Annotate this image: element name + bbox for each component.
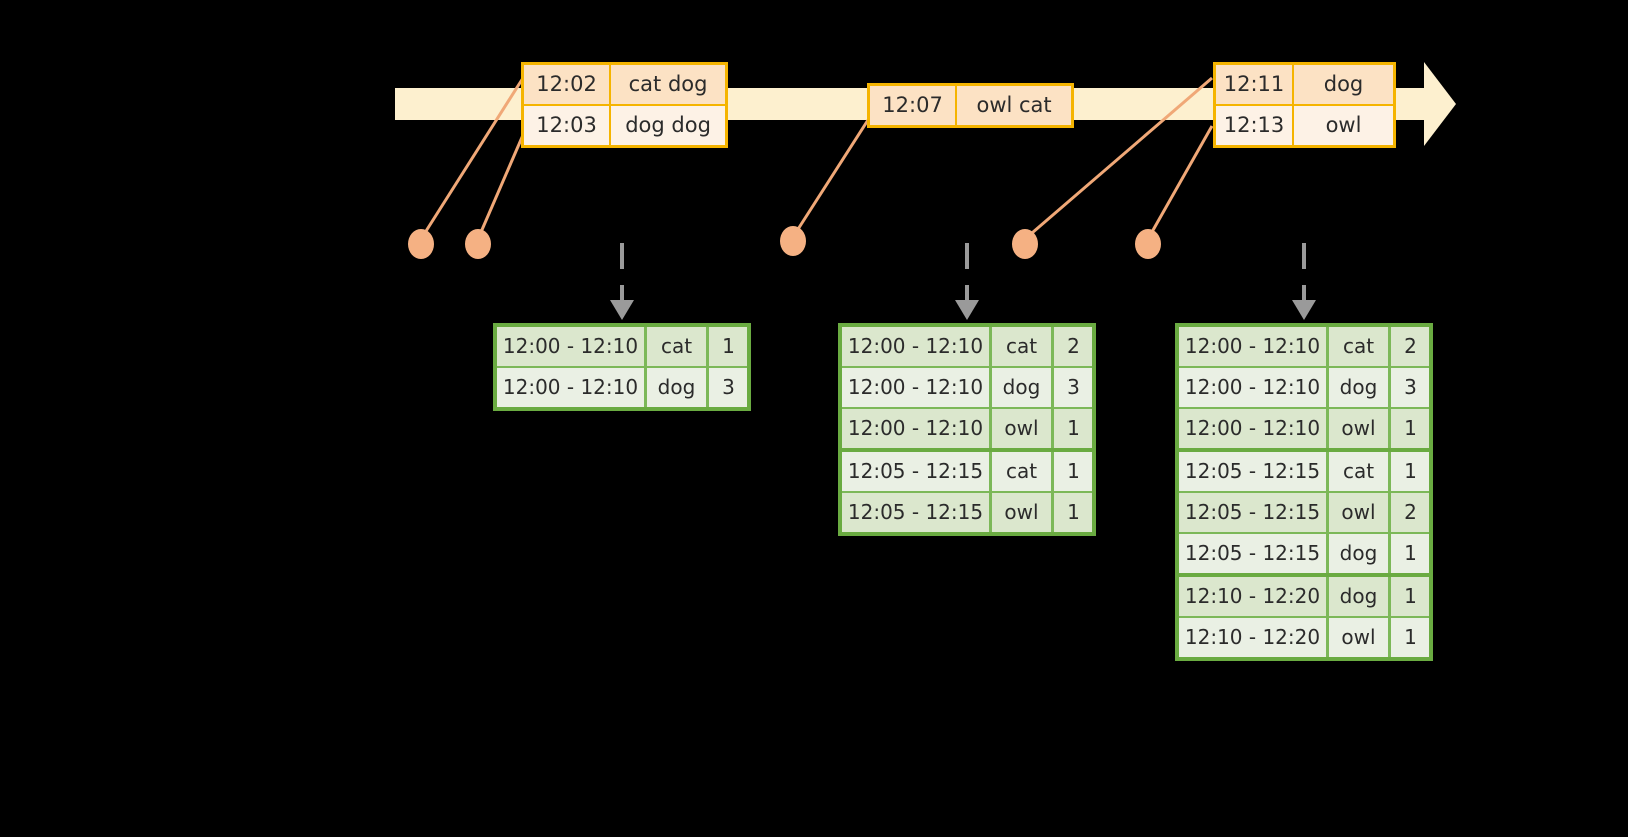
- cell-key: cat: [992, 452, 1054, 491]
- cell-count: 1: [1067, 500, 1080, 524]
- cell-key: owl: [1329, 409, 1391, 448]
- cell-window: 12:00 - 12:10: [842, 368, 992, 407]
- event-group-3: 12:11 dog 12:13 owl: [1213, 62, 1396, 148]
- event-time: 12:07: [870, 86, 958, 125]
- event-dot-1203: [465, 229, 491, 259]
- event-words: dog dog: [625, 113, 711, 137]
- event-row: 12:13 owl: [1216, 106, 1393, 145]
- cell-key: dog: [647, 368, 709, 407]
- cell-window: 12:00 - 12:10: [842, 409, 992, 448]
- event-row: 12:02 cat dog: [524, 65, 725, 106]
- cell-window: 12:05 - 12:15: [1179, 534, 1329, 573]
- event-time: 12:11: [1216, 65, 1294, 104]
- trigger-arrows-group: [610, 243, 1316, 320]
- cell-window: 12:05 - 12:15: [1179, 452, 1329, 491]
- event-dot-1202: [408, 229, 434, 259]
- event-row: 12:11 dog: [1216, 65, 1393, 106]
- cell-count: 1: [722, 334, 735, 358]
- cell-window: 12:00 - 12:10: [497, 368, 647, 407]
- cell-window: 12:00 - 12:10: [1179, 409, 1329, 448]
- cell-count: 1: [1404, 541, 1417, 565]
- connector-1203: [476, 134, 525, 240]
- timeline-arrow-head-icon: [1424, 62, 1456, 146]
- cell-window: 12:00 - 12:10: [1179, 368, 1329, 407]
- event-dot-1211: [1012, 229, 1038, 259]
- event-row: 12:03 dog dog: [524, 106, 725, 145]
- event-words: dog: [1323, 72, 1364, 96]
- cell-key: dog: [1329, 577, 1391, 616]
- cell-window: 12:05 - 12:15: [1179, 493, 1329, 532]
- cell-count: 2: [1067, 334, 1080, 358]
- connector-1207: [791, 119, 870, 238]
- cell-window: 12:00 - 12:10: [497, 327, 647, 366]
- cell-key: cat: [1329, 327, 1391, 366]
- cell-window: 12:10 - 12:20: [1179, 577, 1329, 616]
- cell-key: dog: [1329, 534, 1391, 573]
- cell-count: 1: [1404, 625, 1417, 649]
- cell-window: 12:00 - 12:10: [842, 327, 992, 366]
- cell-key: owl: [1329, 493, 1391, 532]
- cell-count: 1: [1067, 416, 1080, 440]
- cell-count: 3: [1067, 375, 1080, 399]
- cell-count: 2: [1404, 334, 1417, 358]
- cell-window: 12:10 - 12:20: [1179, 618, 1329, 657]
- cell-count: 3: [722, 375, 735, 399]
- event-time: 12:02: [524, 65, 612, 104]
- cell-key: dog: [1329, 368, 1391, 407]
- event-row: 12:07 owl cat: [870, 86, 1071, 125]
- event-words: owl cat: [976, 93, 1052, 117]
- event-time: 12:13: [1216, 106, 1294, 145]
- trigger-arrow-head-3-icon: [1292, 300, 1316, 320]
- event-group-2: 12:07 owl cat: [867, 83, 1074, 128]
- cell-key: owl: [1329, 618, 1391, 657]
- cell-count: 1: [1404, 584, 1417, 608]
- connector-1213: [1146, 125, 1214, 240]
- cell-key: cat: [992, 327, 1054, 366]
- cell-count: 1: [1067, 459, 1080, 483]
- cell-key: cat: [1329, 452, 1391, 491]
- cell-window: 12:05 - 12:15: [842, 452, 992, 491]
- cell-count: 1: [1404, 416, 1417, 440]
- cell-count: 1: [1404, 459, 1417, 483]
- cell-key: cat: [647, 327, 709, 366]
- event-group-1: 12:02 cat dog 12:03 dog dog: [521, 62, 728, 148]
- cell-key: owl: [992, 409, 1054, 448]
- event-time: 12:03: [524, 106, 612, 145]
- event-words: cat dog: [628, 72, 708, 96]
- cell-window: 12:00 - 12:10: [1179, 327, 1329, 366]
- event-dot-1213: [1135, 229, 1161, 259]
- cell-count: 2: [1404, 500, 1417, 524]
- cell-key: owl: [992, 493, 1054, 532]
- trigger-arrow-head-1-icon: [610, 300, 634, 320]
- trigger-arrow-head-2-icon: [955, 300, 979, 320]
- cell-key: dog: [992, 368, 1054, 407]
- cell-window: 12:05 - 12:15: [842, 493, 992, 532]
- event-dot-1207: [780, 226, 806, 256]
- event-dots-group: [408, 226, 1161, 259]
- event-words: owl: [1325, 113, 1362, 137]
- cell-count: 3: [1404, 375, 1417, 399]
